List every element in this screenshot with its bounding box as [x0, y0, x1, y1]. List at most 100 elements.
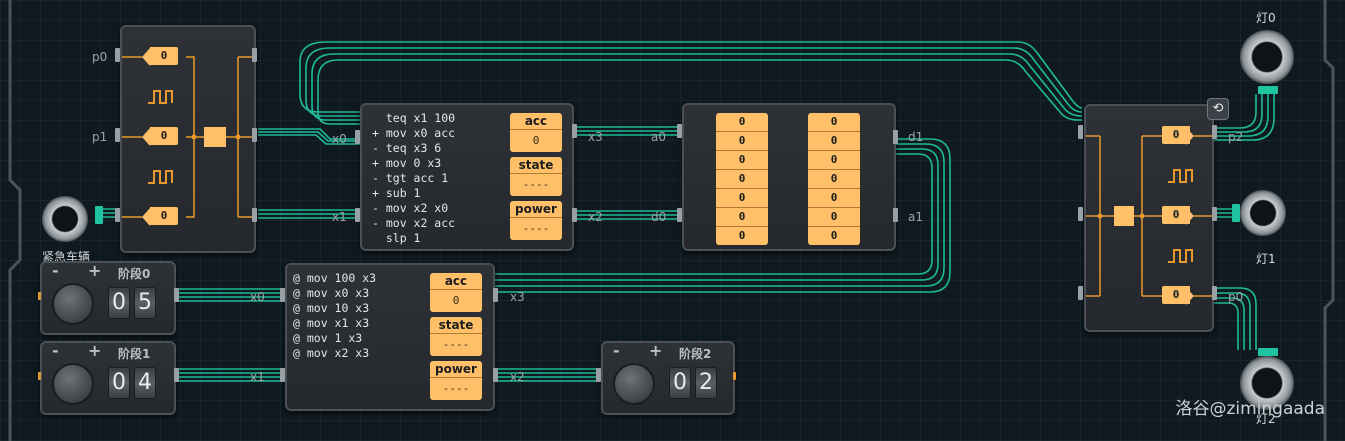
- mc-a-module[interactable]: teq x1 100 + mov x0 acc - teq x3 6 + mov…: [360, 103, 574, 251]
- emergency-lamp-pin[interactable]: [95, 206, 103, 224]
- ram-pin-a0[interactable]: [677, 124, 682, 138]
- mc-a-reg-state: state----: [510, 157, 562, 196]
- dial-0-pin-right[interactable]: [174, 288, 179, 302]
- mc-a-reg-power: power----: [510, 201, 562, 240]
- mc-a-line-4[interactable]: - tgt acc 1: [372, 171, 449, 185]
- dial-0-knob[interactable]: [52, 283, 94, 325]
- left-pulse-pin-l2[interactable]: [115, 208, 120, 222]
- dial-1-knob[interactable]: [52, 363, 94, 405]
- mc-b-pin-x2[interactable]: [493, 368, 498, 382]
- right-pulse-pin-r1[interactable]: [1212, 207, 1217, 221]
- mc-a-line-2[interactable]: - teq x3 6: [372, 141, 442, 155]
- mc-a-pin-x3[interactable]: [572, 124, 577, 138]
- mc-a-pin-x1[interactable]: [355, 208, 360, 222]
- dial-stage-0[interactable]: - + 阶段0 0 5: [40, 261, 176, 335]
- reset-icon[interactable]: ⟲: [1207, 98, 1229, 120]
- ram-module[interactable]: 0 0 0 0 0 0 0 0 0 0 0 0 0 0: [682, 103, 896, 251]
- ram-cell: 0: [808, 208, 860, 227]
- lamp-2-label: 灯2: [1256, 412, 1276, 426]
- reg-value: 0: [430, 289, 482, 312]
- dial-2-digit-1: 0: [669, 367, 691, 399]
- left-pulse-pin-p1[interactable]: [115, 128, 120, 142]
- mc-b-module[interactable]: @ mov 100 x3 @ mov x0 x3 @ mov 10 x3 @ m…: [285, 263, 495, 411]
- dial-2-knob[interactable]: [613, 363, 655, 405]
- lamp-0-pin[interactable]: [1258, 86, 1278, 94]
- mc-a-line-8[interactable]: slp 1: [372, 231, 421, 245]
- dial-1-plus[interactable]: +: [88, 341, 102, 360]
- lamp-2-pin[interactable]: [1258, 348, 1278, 356]
- left-pulse-circuit: [122, 48, 254, 226]
- right-port-label-p0: p0: [1228, 290, 1244, 304]
- dial-2-pin-left[interactable]: [596, 368, 601, 382]
- mc-a-line-1[interactable]: + mov x0 acc: [372, 126, 456, 140]
- left-pulse-pin-r1[interactable]: [252, 128, 257, 142]
- left-pulse-pin-r2[interactable]: [252, 208, 257, 222]
- mc-a-line-3[interactable]: + mov 0 x3: [372, 156, 442, 170]
- ram-cell: 0: [808, 189, 860, 208]
- mc-b-line-4[interactable]: @ mov 1 x3: [293, 331, 363, 345]
- mc-a-line-7[interactable]: - mov x2 acc: [372, 216, 456, 230]
- mc-b-label-x2: x2: [510, 370, 525, 384]
- dial-2-plus[interactable]: +: [649, 341, 663, 360]
- dial-2-pin-right[interactable]: [733, 372, 736, 380]
- mc-b-pin-x3[interactable]: [493, 288, 498, 302]
- mc-a-line-6[interactable]: - mov x2 x0: [372, 201, 449, 215]
- mc-b-line-5[interactable]: @ mov x2 x3: [293, 346, 370, 360]
- ram-pin-d1[interactable]: [893, 130, 898, 144]
- left-pulse-pin-r0[interactable]: [252, 48, 257, 62]
- mc-b-line-0[interactable]: @ mov 100 x3: [293, 271, 377, 285]
- mc-a-line-5[interactable]: + sub 1: [372, 186, 421, 200]
- right-pulse-pin-p0[interactable]: [1212, 286, 1217, 300]
- ram-column-2: 0 0 0 0 0 0 0: [808, 113, 860, 245]
- dial-0-minus[interactable]: -: [52, 261, 59, 280]
- lamp-1-pin[interactable]: [1232, 204, 1240, 222]
- mc-b-pin-x0[interactable]: [280, 288, 285, 302]
- dial-0-title: 阶段0: [118, 267, 151, 281]
- right-pulse-pin-p2[interactable]: [1212, 125, 1217, 139]
- dial-2-minus[interactable]: -: [613, 341, 620, 360]
- reg-name: state: [510, 157, 562, 173]
- mc-a-line-0[interactable]: teq x1 100: [372, 111, 456, 125]
- dial-0-pin-left[interactable]: [38, 292, 41, 300]
- reg-value: ----: [430, 333, 482, 356]
- mc-a-pin-x0[interactable]: [355, 130, 360, 144]
- ram-pin-d0[interactable]: [677, 208, 682, 222]
- reg-value: ----: [430, 377, 482, 400]
- ram-cell: 0: [716, 113, 768, 132]
- right-pulse-module[interactable]: 0 0 0: [1084, 104, 1214, 332]
- reg-value: ----: [510, 217, 562, 240]
- left-pulse-module[interactable]: 0 0 0: [120, 25, 256, 253]
- ram-cell: 0: [808, 170, 860, 189]
- mc-b-line-2[interactable]: @ mov 10 x3: [293, 301, 370, 315]
- dial-1-pin-left[interactable]: [38, 372, 41, 380]
- reg-name: state: [430, 317, 482, 333]
- dial-stage-1[interactable]: - + 阶段1 0 4: [40, 341, 176, 415]
- right-pulse-pin-l0[interactable]: [1078, 125, 1083, 139]
- right-port-label-p2: p2: [1228, 130, 1244, 144]
- ram-label-d1: d1: [908, 130, 924, 144]
- ram-cell: 0: [716, 151, 768, 170]
- reg-name: power: [510, 201, 562, 217]
- left-pulse-pin-p0[interactable]: [115, 48, 120, 62]
- ram-cell: 0: [738, 229, 746, 242]
- mc-b-line-3[interactable]: @ mov x1 x3: [293, 316, 370, 330]
- mc-b-label-x1: x1: [250, 370, 265, 384]
- right-pulse-pin-l2[interactable]: [1078, 286, 1083, 300]
- ram-pin-a1[interactable]: [893, 208, 898, 222]
- mc-b-pin-x1[interactable]: [280, 368, 285, 382]
- mc-b-line-1[interactable]: @ mov x0 x3: [293, 286, 370, 300]
- dial-1-pin-right[interactable]: [174, 368, 179, 382]
- dial-stage-2[interactable]: - + 阶段2 0 2: [601, 341, 735, 415]
- emergency-vehicle-lamp: [42, 196, 88, 242]
- dial-0-plus[interactable]: +: [88, 261, 102, 280]
- dial-1-minus[interactable]: -: [52, 341, 59, 360]
- ram-cell: 0: [808, 151, 860, 170]
- mc-b-reg-power: power----: [430, 361, 482, 400]
- right-pulse-pin-l1[interactable]: [1078, 207, 1083, 221]
- watermark: 洛谷@zimingaada: [1175, 399, 1325, 419]
- mc-a-pin-x2[interactable]: [572, 208, 577, 222]
